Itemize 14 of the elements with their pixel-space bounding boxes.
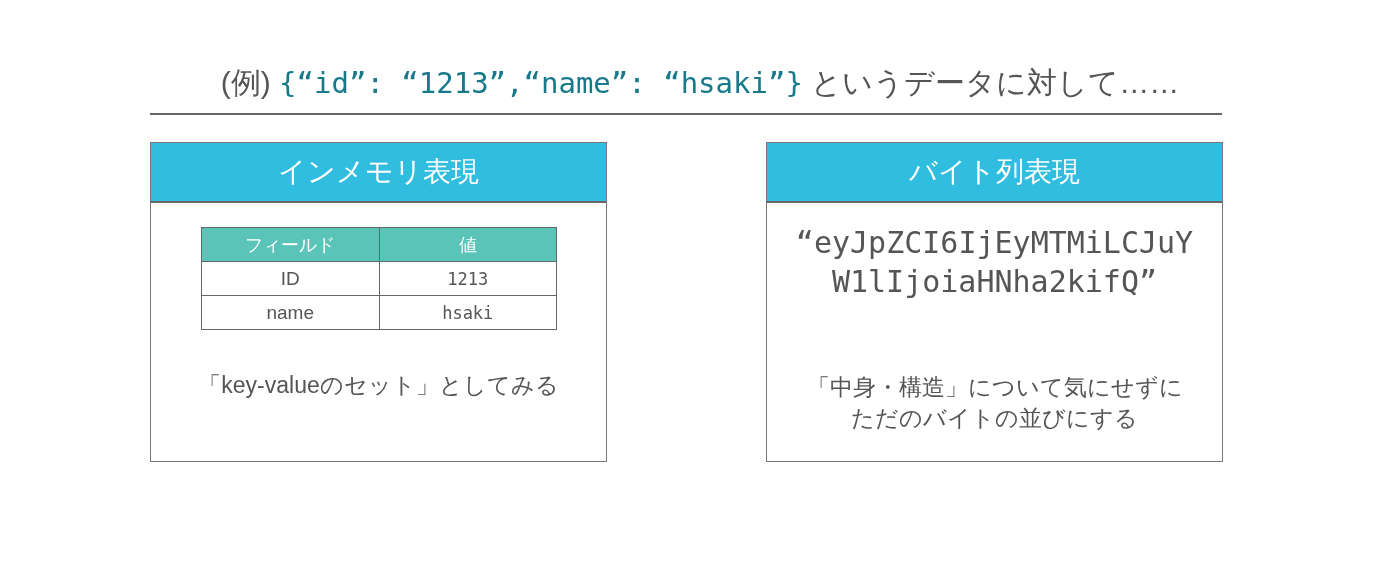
table-cell: 1213 — [379, 261, 557, 296]
table-cell: ID — [201, 261, 379, 296]
encoded-string: “eyJpZCI6IjEyMTMiLCJuYW1lIjoiaHNha2kifQ” — [795, 224, 1194, 301]
panel-card — [150, 142, 607, 462]
description-text: 「key-valueのセット」としてみる — [198, 371, 559, 400]
panel-card — [766, 142, 1223, 462]
column-header: 値 — [379, 227, 557, 262]
panel-header: バイト列表現 — [767, 143, 1222, 203]
column-header: フィールド — [201, 227, 379, 262]
description-text: 「中身・構造」について気にせずにただのバイトの並びにする — [805, 373, 1184, 433]
table-cell: hsaki — [379, 295, 557, 330]
page-title: (例) {“id”: “1213”,“name”: “hsaki”} というデータに対して…… — [220, 65, 1180, 102]
panel-header: インメモリ表現 — [151, 143, 606, 203]
table-cell: name — [201, 295, 379, 330]
